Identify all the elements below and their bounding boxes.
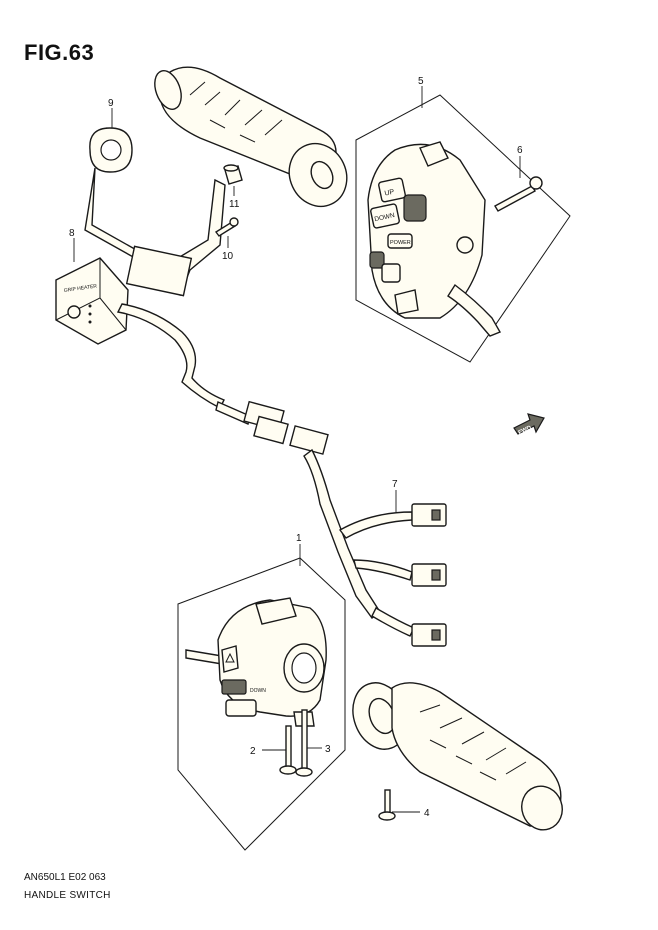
- bottom-grip-pattern: [419, 704, 527, 781]
- callout-1: 1: [296, 533, 302, 544]
- harness-connector-c: [411, 623, 447, 647]
- screw-2-head: [279, 765, 297, 775]
- harness-7: 7: [289, 425, 447, 647]
- bracket-9: 9: [84, 98, 226, 297]
- callout-5: 5: [418, 76, 424, 87]
- hazard-icon: [225, 652, 235, 663]
- right-switch-lower-tab: [394, 289, 419, 315]
- up-button: [378, 177, 406, 203]
- top-grip-pattern: [189, 81, 283, 143]
- turn-signal-switch: [221, 679, 247, 695]
- heater-cable-sheath: [116, 303, 225, 409]
- left-switch-top-button: [255, 597, 297, 625]
- heater-level-led: [88, 320, 92, 324]
- screw-6: 6: [494, 145, 543, 212]
- callout-7: 7: [392, 479, 398, 490]
- harness-branch-c: [371, 607, 415, 637]
- power-button-label: POWER: [390, 240, 411, 246]
- heater-switch-label: GRIP HEATER: [63, 283, 97, 294]
- spacer-11: 11: [223, 164, 243, 210]
- hazard-button: [221, 645, 239, 673]
- right-switch-cap: [419, 141, 449, 167]
- left-switch-cable-stub: [185, 649, 223, 665]
- harness-main-connector: [289, 425, 329, 455]
- heater-switch-button: [67, 305, 81, 319]
- top-grip-end-cap: [154, 70, 182, 110]
- select-knob: [403, 194, 427, 222]
- screw-10: 10: [214, 217, 239, 262]
- bottom-grip: [352, 682, 563, 831]
- spacer-11-top: [223, 164, 239, 172]
- heater-switch-body: [55, 257, 129, 345]
- callout-8: 8: [69, 228, 75, 239]
- harness-branch-a: [338, 511, 413, 539]
- up-button-label: UP: [384, 189, 395, 198]
- harness-connector-a: [411, 503, 447, 527]
- mount-hole: [456, 236, 474, 254]
- right-handle-switch-body: [367, 143, 486, 319]
- right-switch-cable: [447, 283, 502, 337]
- screw-4: 4: [378, 789, 430, 821]
- figure-name: HANDLE SWITCH: [24, 890, 111, 901]
- top-grip: [154, 66, 348, 208]
- forward-arrow-shape: [513, 413, 545, 435]
- screw-4-shaft: [384, 789, 391, 815]
- screw-3: 3: [295, 709, 331, 777]
- left-switch-assembly: DOWN 1: [177, 533, 346, 851]
- harness-branch-b: [353, 559, 413, 581]
- harness-connector-latch: [431, 629, 441, 641]
- thumb-wheel: [369, 251, 385, 269]
- screw-3-shaft: [301, 709, 308, 771]
- down-label: DOWN: [250, 688, 266, 694]
- bottom-grip-end-cap: [521, 785, 563, 831]
- down-button: [370, 203, 400, 229]
- down-button-label: DOWN: [374, 212, 396, 223]
- forward-arrow: FWD: [513, 413, 545, 436]
- callout-10: 10: [222, 251, 234, 262]
- callout-4: 4: [424, 808, 430, 819]
- figure-code: AN650L1 E02 063: [24, 872, 106, 883]
- harness-connector-b: [411, 563, 447, 587]
- callout-6: 6: [517, 145, 523, 156]
- screw-10-head: [229, 217, 239, 227]
- screw-6-shaft: [494, 185, 536, 212]
- callout-3: 3: [325, 744, 331, 755]
- harness-trunk: [303, 448, 381, 619]
- callout-2: 2: [250, 746, 256, 757]
- screw-3-head: [295, 767, 313, 777]
- figure-title: FIG.63: [24, 40, 95, 65]
- starter-button: [381, 263, 401, 283]
- screw-6-head: [529, 176, 543, 190]
- harness-connector-latch: [431, 509, 441, 521]
- part-5-frame: [355, 94, 571, 363]
- power-button: [387, 233, 413, 249]
- heater-level-led: [88, 304, 92, 308]
- harness-connector-latch: [431, 569, 441, 581]
- screw-2-shaft: [285, 725, 292, 769]
- heater-connector-b: [253, 415, 289, 445]
- screw-4-head: [378, 811, 396, 821]
- grip-heater-switch-8: GRIP HEATER 8: [55, 228, 129, 345]
- forward-arrow-label: FWD: [518, 425, 534, 436]
- horn-button: [225, 699, 257, 717]
- bracket-plate: [125, 245, 193, 297]
- heater-cable: [116, 303, 289, 445]
- top-grip-bore: [310, 160, 334, 190]
- heater-level-led: [88, 312, 92, 316]
- callout-11: 11: [229, 199, 240, 210]
- heater-cable-wires: [215, 401, 251, 425]
- screw-2: 2: [250, 725, 297, 775]
- callout-9: 9: [108, 98, 114, 109]
- right-switch-assembly: UP DOWN POWER 5: [355, 76, 571, 363]
